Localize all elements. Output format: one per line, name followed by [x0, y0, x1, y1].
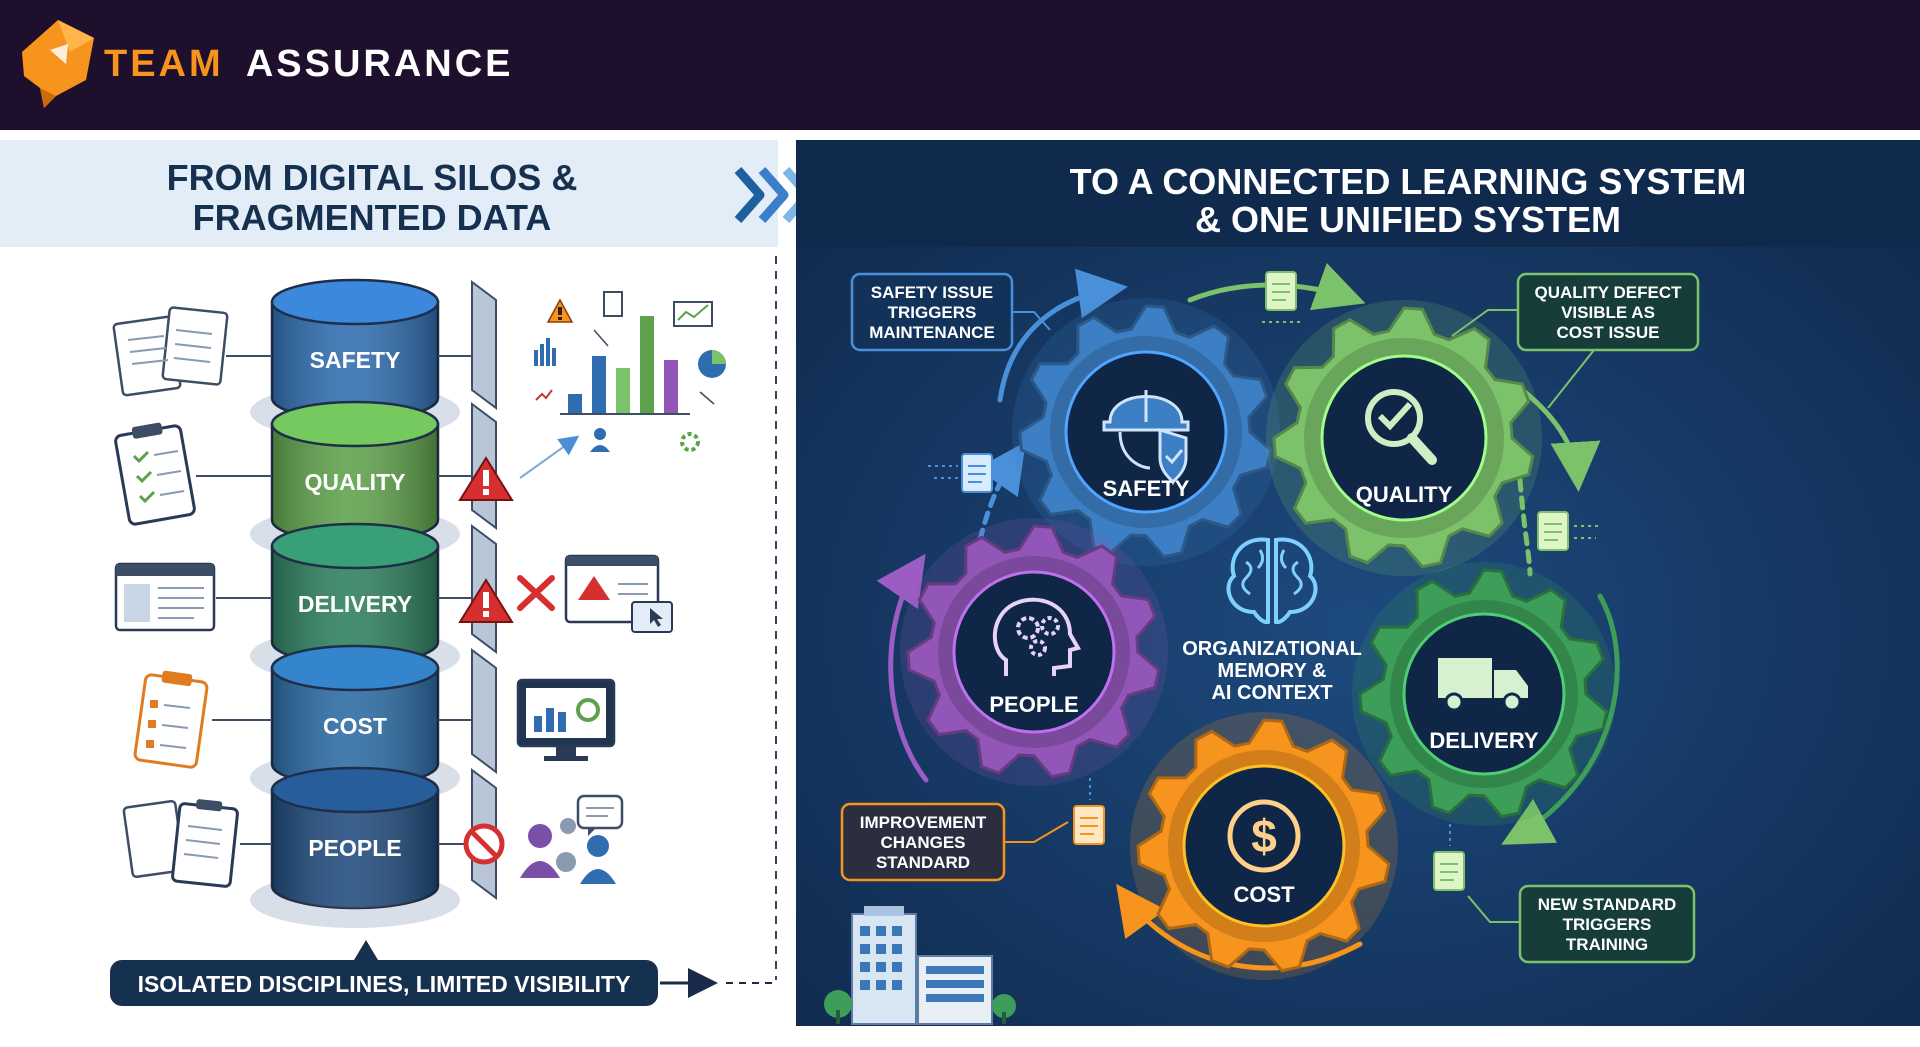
- gear-label-quality: QUALITY: [1356, 482, 1453, 507]
- right-title-line2: & ONE UNIFIED SYSTEM: [1195, 199, 1621, 240]
- svg-text:STANDARD: STANDARD: [876, 853, 970, 872]
- center-label-line3: AI CONTEXT: [1211, 682, 1332, 704]
- brain-icon: [1226, 537, 1318, 625]
- browser-window-icon: [114, 562, 216, 632]
- gear-safety: SAFETY: [1012, 298, 1280, 566]
- callout-safety-issue: SAFETY ISSUE TRIGGERS MAINTENANCE: [850, 272, 1051, 352]
- clipboard-orange-icon: [133, 670, 209, 769]
- center-label-line2: MEMORY &: [1218, 660, 1327, 682]
- glowing-document-icon: [1262, 271, 1300, 323]
- hard-hat-shield-icon: [1102, 390, 1190, 486]
- silo-stack: SAFETY QUALITY DELIVERY COST PEOPLE: [250, 278, 460, 928]
- silo-people: PEOPLE: [250, 766, 460, 928]
- silo-label: DELIVERY: [298, 591, 412, 617]
- silo-label: SAFETY: [310, 347, 401, 373]
- glowing-document-icon: [928, 453, 993, 493]
- center-label-line1: ORGANIZATIONAL: [1182, 638, 1362, 660]
- svg-text:NEW STANDARD: NEW STANDARD: [1538, 895, 1677, 914]
- svg-text:TEAM ASSURANCE: TEAM ASSURANCE: [104, 43, 514, 85]
- head-gears-icon: [992, 597, 1082, 676]
- error-x-icon: [517, 575, 555, 611]
- svg-text:TRIGGERS: TRIGGERS: [1563, 915, 1652, 934]
- warning-icon: [458, 578, 514, 623]
- documents-icon: [112, 306, 229, 397]
- svg-text:SAFETY ISSUE: SAFETY ISSUE: [871, 283, 994, 302]
- svg-text:IMPROVEMENT: IMPROVEMENT: [860, 813, 987, 832]
- left-panel: FROM DIGITAL SILOS & FRAGMENTED DATA SAF…: [0, 140, 813, 1006]
- truck-icon: [1438, 658, 1528, 712]
- footer-text: ISOLATED DISCIPLINES, LIMITED VISIBILITY: [138, 971, 631, 997]
- gear-cost: COST: [1130, 712, 1398, 980]
- right-panel: TO A CONNECTED LEARNING SYSTEM & ONE UNI…: [796, 140, 1920, 1026]
- gear-label-people: PEOPLE: [989, 692, 1078, 717]
- svg-text:$: $: [1251, 810, 1277, 862]
- error-window-icon: [564, 554, 673, 633]
- silo-label: COST: [323, 713, 387, 739]
- brand-team-text: TEAM: [104, 43, 224, 85]
- svg-text:MAINTENANCE: MAINTENANCE: [869, 323, 995, 342]
- silo-label: QUALITY: [305, 469, 406, 495]
- svg-text:QUALITY DEFECT: QUALITY DEFECT: [1534, 283, 1682, 302]
- brand-assurance-text: ASSURANCE: [246, 43, 514, 85]
- scattered-charts-icon: [519, 291, 726, 479]
- magnifier-check-icon: [1365, 389, 1437, 465]
- svg-text:TRAINING: TRAINING: [1566, 935, 1648, 954]
- team-assurance-logo-icon: [22, 20, 94, 108]
- gear-cluster: SAFETY QUALITY PEOPLE DELIVERY COST: [900, 298, 1616, 980]
- glowing-document-icon: [1537, 511, 1600, 551]
- left-title-line1: FROM DIGITAL SILOS &: [167, 157, 578, 198]
- glowing-document-icon: [1073, 778, 1105, 845]
- monitor-chart-icon: [516, 678, 616, 761]
- blocked-icon: [463, 823, 505, 865]
- svg-text:VISIBLE AS: VISIBLE AS: [1561, 303, 1655, 322]
- glowing-document-icon: [1433, 824, 1465, 891]
- svg-text:COST ISSUE: COST ISSUE: [1557, 323, 1660, 342]
- dollar-coin-icon: $: [1227, 799, 1301, 873]
- svg-text:TRIGGERS: TRIGGERS: [888, 303, 977, 322]
- gear-label-delivery: DELIVERY: [1429, 728, 1539, 753]
- clipboard-checklist-icon: [114, 422, 196, 526]
- office-buildings-icon: [824, 906, 1016, 1025]
- silo-label: PEOPLE: [308, 835, 401, 861]
- callout-quality-defect: QUALITY DEFECT VISIBLE AS COST ISSUE: [1451, 272, 1700, 409]
- warning-icon: [458, 456, 514, 501]
- isolated-disciplines-banner: [110, 960, 658, 1006]
- right-title-line1: TO A CONNECTED LEARNING SYSTEM: [1070, 161, 1747, 202]
- gear-quality: QUALITY: [1266, 300, 1542, 576]
- gear-label-cost: COST: [1233, 882, 1295, 907]
- header-bar: TEAM ASSURANCE: [0, 0, 1920, 130]
- people-group-icon: [520, 794, 624, 884]
- left-title-line2: FRAGMENTED DATA: [193, 197, 552, 238]
- documents-stack-icon: [122, 799, 239, 888]
- callout-improvement: IMPROVEMENT CHANGES STANDARD: [840, 802, 1069, 882]
- callout-new-standard: NEW STANDARD TRIGGERS TRAINING: [1467, 884, 1696, 964]
- svg-text:CHANGES: CHANGES: [880, 833, 965, 852]
